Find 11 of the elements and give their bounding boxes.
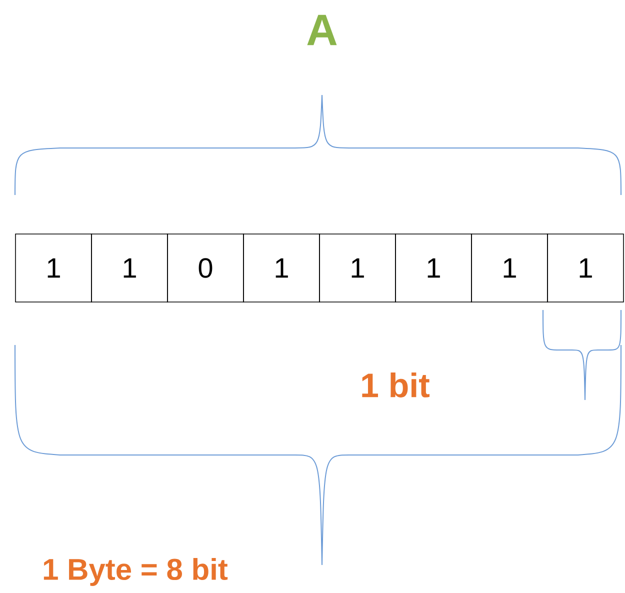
bit-cell: 1 — [319, 234, 396, 302]
bit-cell: 1 — [471, 234, 548, 302]
bit-cell: 1 — [395, 234, 472, 302]
bit-label: 1 bit — [362, 372, 430, 398]
bit-cell: 0 — [167, 234, 244, 302]
title-letter: A — [307, 14, 337, 46]
bit-cell: 1 — [15, 234, 92, 302]
bit-cell: 1 — [91, 234, 168, 302]
bit-cell: 1 — [243, 234, 320, 302]
bit-cell: 1 — [547, 234, 624, 302]
byte-label: 1 Byte = 8 bit — [44, 558, 228, 586]
